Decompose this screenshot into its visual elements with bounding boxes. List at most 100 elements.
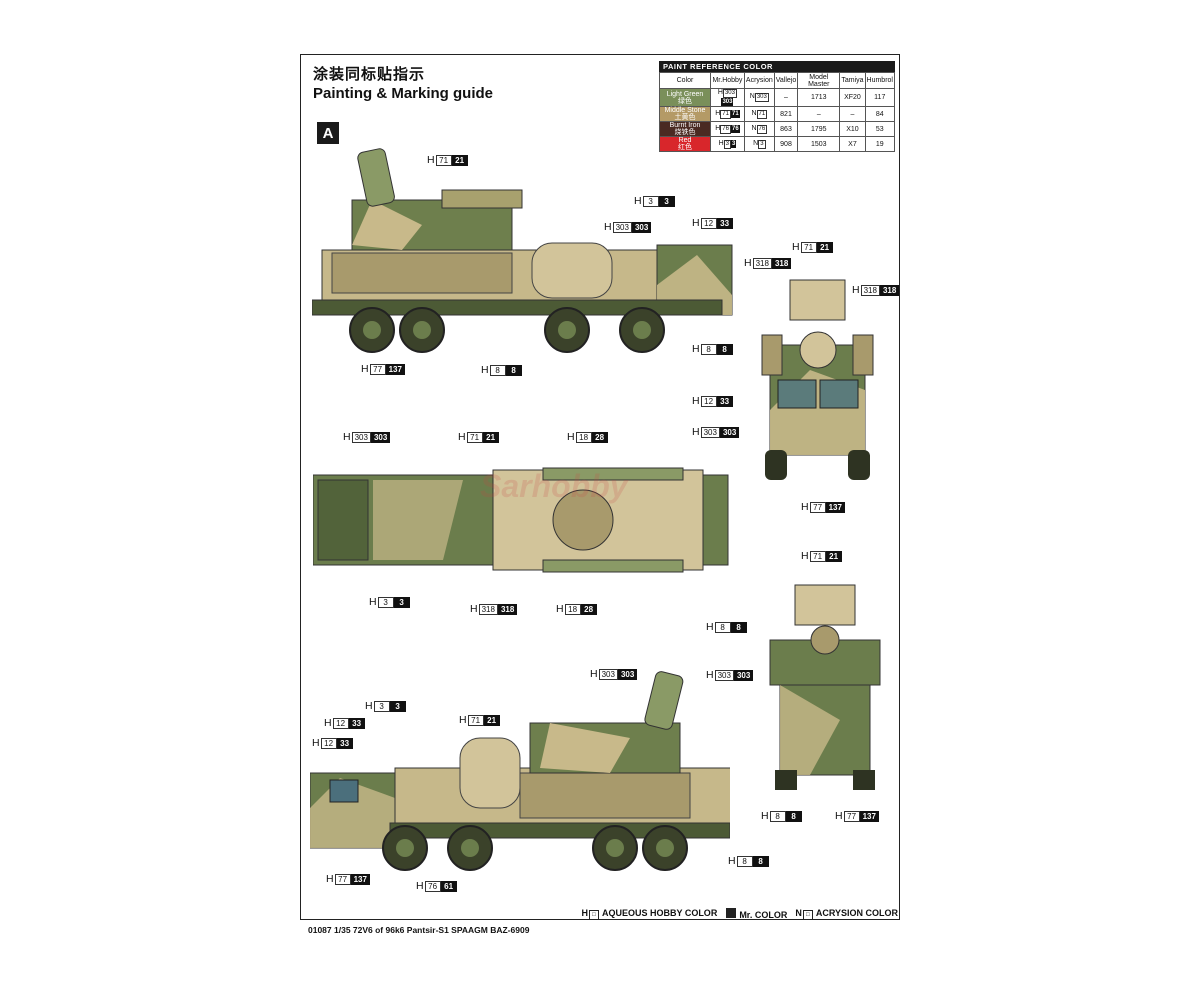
col-mr-hobby: Mr.Hobby [710,72,745,89]
callout-h-letter: H [324,717,332,729]
model-master-code: 1795 [797,121,841,137]
callout-ref: 21 [825,551,842,562]
callout-h-letter: H [361,363,369,375]
vallejo-code: 863 [773,121,799,137]
callout-code: 303 [351,432,371,443]
callout-h-letter: H [728,855,736,867]
col-vallejo: Vallejo [773,72,799,89]
mr-color-code: 3 [730,139,737,148]
title-english: Painting & Marking guide [313,85,494,102]
callout-h-letter: H [459,714,467,726]
col-humbrol: Humbrol [864,72,896,89]
paint-table-title: PAINT REFERENCE COLOR [659,61,895,72]
vallejo-code: 821 [773,106,799,122]
callout-code: 71 [467,715,484,726]
callout-code: 303 [598,669,618,680]
swatch-name-cn: 土黄色 [674,114,696,121]
callout-h-letter: H [427,154,435,166]
callout-code: 18 [564,604,581,615]
callout-h-letter: H [706,621,714,633]
callout-h-letter: H [792,241,800,253]
callout-ref: 33 [716,218,733,229]
callout-code: 71 [435,155,452,166]
mr-color-code: 76 [730,124,740,133]
tamiya-code: XF20 [839,88,866,107]
callout-ref: 8 [716,344,733,355]
callout-code: 12 [320,738,337,749]
callout-ref: 303 [631,222,652,233]
callout-h-letter: H [458,431,466,443]
col-model-master: Model Master [797,72,841,89]
callout-code: 303 [612,222,632,233]
callout-h-letter: H [692,426,700,438]
callout-h-letter: H [567,431,575,443]
callout-h-letter: H [801,501,809,513]
model-master-code: – [797,106,841,122]
tamiya-code: X10 [839,121,866,137]
callout-code: 318 [752,258,772,269]
vallejo-code: – [773,88,799,107]
callout-h-letter: H [312,737,320,749]
callout-h-letter: H [326,873,334,885]
humbrol-code: 84 [864,106,896,122]
callout-h-letter: H [706,669,714,681]
callout-ref: 33 [348,718,365,729]
callout-h-letter: H [470,603,478,615]
callout-ref: 303 [719,427,740,438]
callout-h-letter: H [343,431,351,443]
callout-ref: 318 [497,604,518,615]
callout-ref: 21 [482,432,499,443]
callout-code: 71 [466,432,483,443]
callout-code: 18 [575,432,592,443]
callout-h-letter: H [634,195,642,207]
callout-code: 12 [700,218,717,229]
callout-code: 318 [478,604,498,615]
callout-h-letter: H [801,550,809,562]
title-chinese: 涂装同标贴指示 [313,66,426,83]
humbrol-code: 19 [864,136,896,152]
tamiya-code: X7 [839,136,866,152]
callout-code: 76 [424,881,441,892]
callout-ref: 33 [716,396,733,407]
paint-reference-table: PAINT REFERENCE COLOR Color Mr.Hobby Acr… [659,61,896,152]
vallejo-code: 908 [773,136,799,152]
callout-ref: 318 [771,258,792,269]
legend-aqueous: AQUEOUS HOBBY COLOR [601,908,718,918]
callout-code: 77 [334,874,351,885]
callout-h-letter: H [604,221,612,233]
callout-code: 8 [736,856,753,867]
callout-ref: 61 [440,881,457,892]
watermark: Sarhobby [480,468,628,504]
callout-code: 8 [714,622,731,633]
top-view-drawing [313,467,729,573]
callout-ref: 303 [733,670,754,681]
scheme-badge: A [317,122,339,144]
mr-hobby-code: 3 [723,139,731,149]
humbrol-code: 53 [864,121,896,137]
callout-ref: 28 [591,432,608,443]
callout-ref: 137 [825,502,845,513]
col-tamiya: Tamiya [839,72,866,89]
callout-ref: 8 [752,856,769,867]
callout-h-letter: H [556,603,564,615]
callout-ref: 3 [389,701,406,712]
callout-ref: 137 [859,811,879,822]
